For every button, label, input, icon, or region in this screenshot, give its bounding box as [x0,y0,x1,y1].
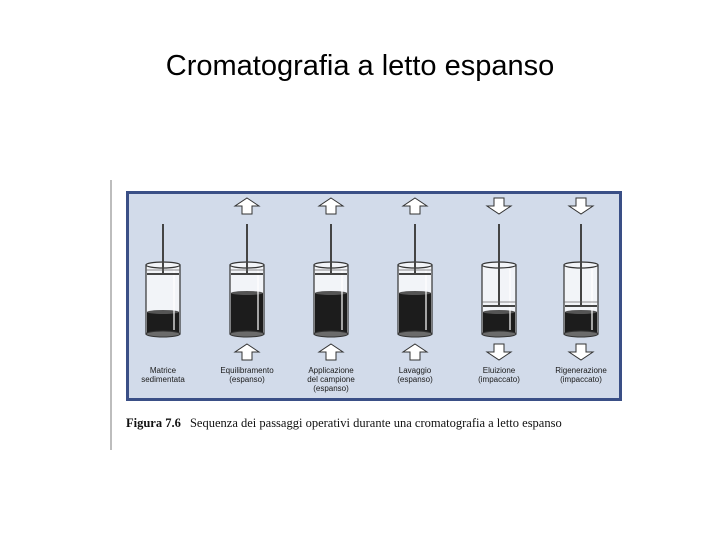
step-label-6: Rigenerazione(impaccato) [536,366,626,384]
slide-title: Cromatografia a letto espanso [165,50,555,82]
column-base [313,330,349,338]
step-label-line: Eluizione [482,366,516,375]
caption-number: Figura 7.6 [126,416,181,430]
packed-bed [147,312,179,333]
adapter-plate [565,305,597,307]
step-label-line: Matrice [149,366,177,375]
column-base [397,330,433,338]
bed-surface [315,291,347,295]
bed-surface [231,291,263,295]
step-column-4 [397,197,433,361]
column-base [563,330,599,338]
step-column-5 [481,197,517,361]
bed-surface [399,291,431,295]
step-label-line: del campione [307,375,355,384]
flow-arrow-top-icon [567,197,595,215]
step-label-line: Rigenerazione [555,366,607,375]
flow-arrow-top-icon [401,197,429,215]
adapter-plate [231,273,263,275]
flow-arrow-bottom-icon [567,343,595,361]
step-label-4: Lavaggio(espanso) [370,366,460,384]
figure-caption: Figura 7.6 Sequenza dei passaggi operati… [126,416,686,431]
bed-surface [483,310,515,314]
flow-arrow-bottom-icon [317,343,345,361]
bed-surface [147,310,179,314]
step-column-6 [563,197,599,361]
column-base [229,330,265,338]
step-label-line: (espanso) [397,375,433,384]
step-label-line: sedimentata [141,375,185,384]
flow-arrow-bottom-icon [233,343,261,361]
step-label-line: (impaccato) [560,375,602,384]
flow-arrow-top-icon [485,197,513,215]
packed-bed [565,312,597,333]
step-label-line: Lavaggio [398,366,432,375]
figure-illustration [145,197,599,361]
column-base [481,330,517,338]
flow-arrow-top-icon [233,197,261,215]
scan-edge [110,180,112,450]
flow-arrow-bottom-icon [485,343,513,361]
adapter-plate [399,273,431,275]
step-label-line: (espanso) [313,384,349,393]
adapter-plate [315,273,347,275]
adapter-plate [147,273,179,275]
step-column-2 [229,197,265,361]
step-label-line: (espanso) [229,375,265,384]
step-label-5: Eluizione(impaccato) [454,366,544,384]
flow-arrow-bottom-icon [401,343,429,361]
flow-arrow-top-icon [317,197,345,215]
step-label-line: Applicazione [308,366,354,375]
step-label-2: Equilibramento(espanso) [202,366,292,384]
bed-surface [565,310,597,314]
step-label-line: Equilibramento [220,366,274,375]
packed-bed [483,312,515,333]
step-column-3 [313,197,349,361]
adapter-plate [483,305,515,307]
step-label-line: (impaccato) [478,375,520,384]
column-base [145,330,181,338]
caption-text: Sequenza dei passaggi operativi durante … [189,416,562,430]
step-column-1 [145,224,181,338]
